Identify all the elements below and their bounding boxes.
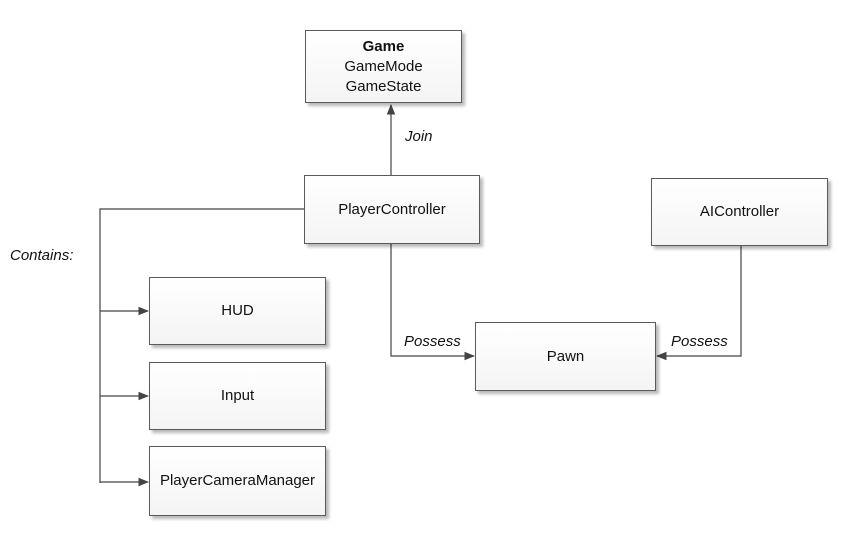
player-controller-node: PlayerController — [304, 175, 480, 244]
player-controller-label: PlayerController — [338, 200, 446, 218]
game-node-title: Game — [362, 37, 405, 55]
ai-possess-connector — [655, 246, 742, 361]
player-possess-label: Possess — [404, 333, 461, 350]
camera-manager-label: PlayerCameraManager — [159, 472, 316, 489]
pawn-node: Pawn — [475, 322, 656, 391]
hud-node: HUD — [149, 277, 326, 345]
contains-label: Contains: — [10, 247, 74, 264]
pawn-label: Pawn — [546, 347, 585, 365]
ai-possess-label: Possess — [671, 333, 728, 350]
ai-controller-label: AIController — [699, 203, 780, 220]
game-node: Game GameMode GameState — [305, 30, 462, 103]
camera-manager-node: PlayerCameraManager — [149, 446, 326, 516]
hud-label: HUD — [221, 302, 254, 319]
game-node-gamemode: GameMode — [344, 57, 423, 75]
input-node: Input — [149, 362, 326, 430]
ai-controller-node: AIController — [651, 178, 828, 246]
input-label: Input — [220, 387, 255, 404]
player-possess-connector — [390, 244, 476, 361]
game-node-gamestate: GameState — [345, 77, 422, 95]
contains-trunk-connector — [99, 208, 304, 483]
join-label: Join — [405, 128, 433, 145]
